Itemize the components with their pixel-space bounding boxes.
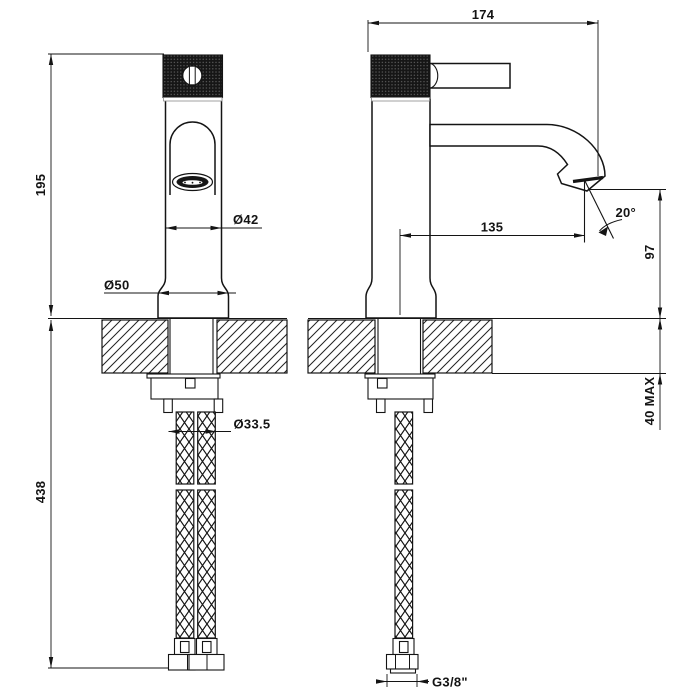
angle-leader-arc — [599, 219, 623, 232]
dim-label-outlet-height: 97 — [642, 244, 657, 259]
arrowhead — [48, 320, 54, 331]
dim-20-deg: 20° — [583, 179, 637, 243]
hose-upper — [394, 411, 414, 485]
mounting-stud — [213, 398, 224, 414]
arrowhead — [205, 429, 217, 434]
front-view — [48, 54, 288, 671]
dim-195: 195 — [33, 53, 164, 316]
hose-ferrule-inner — [201, 640, 212, 654]
side-view — [307, 54, 666, 674]
aerator-dot — [191, 181, 194, 184]
arrowhead — [400, 233, 411, 238]
mounting-washer — [146, 373, 221, 379]
mounting-stud — [375, 398, 386, 414]
arrowhead — [657, 318, 663, 330]
arrowhead — [165, 225, 177, 231]
body-outline — [365, 98, 437, 319]
dim-label-body-diameter: Ø42 — [233, 212, 258, 227]
dim-label-base-diameter: Ø50 — [104, 278, 129, 293]
dim-label-overall-depth: 174 — [472, 7, 495, 22]
dim-label-spout-reach: 135 — [481, 220, 504, 235]
spout-outlet-slot — [572, 175, 604, 184]
mounting-stud — [163, 398, 173, 414]
dimensions: 174 195 438 Ø42 Ø50 — [33, 7, 666, 690]
nut-key-square — [376, 377, 388, 389]
hose-left-upper — [175, 411, 195, 485]
deck-hatch-right — [216, 319, 288, 374]
arrowhead — [598, 226, 608, 236]
deck-hatch-left — [101, 319, 169, 374]
side-undersink-assembly — [364, 373, 436, 674]
arrowhead — [48, 657, 54, 668]
dim-97: 97 — [588, 189, 666, 319]
hose-right-lower — [197, 489, 216, 639]
dim-135: 135 — [399, 220, 585, 315]
front-supply-hoses — [175, 411, 216, 639]
arrowhead — [587, 20, 598, 26]
lever-end-slot — [188, 65, 196, 86]
side-faucet-body — [365, 54, 606, 319]
hose-hex-nut — [385, 653, 419, 670]
dim-33-5: Ø33.5 — [168, 417, 271, 434]
knurled-collar — [370, 54, 431, 99]
nut-key-square — [184, 377, 196, 389]
dim-42: Ø42 — [165, 212, 262, 231]
arrowhead — [217, 290, 229, 296]
hose-ferrule-inner — [179, 640, 190, 654]
hose-ferrule-inner — [398, 640, 409, 654]
dim-50: Ø50 — [104, 278, 236, 296]
dim-174: 174 — [367, 7, 599, 176]
dim-label-hose-thread: G3/8" — [432, 675, 468, 690]
body-outline — [157, 98, 230, 319]
arrowhead — [376, 679, 387, 684]
dim-40-max: 40 MAX — [642, 318, 663, 430]
collar-separator — [163, 97, 223, 102]
aerator-dot — [199, 181, 201, 184]
dim-label-spray-angle: 20° — [616, 205, 637, 220]
arrowhead — [574, 233, 585, 238]
deck-hatch-left — [307, 319, 376, 374]
mounting-nut — [150, 377, 219, 400]
spray-angle-line — [584, 179, 614, 239]
deck-hatch-right — [422, 319, 493, 374]
dim-label-height: 195 — [33, 174, 48, 197]
hose-left-lower — [175, 489, 195, 639]
dim-label-hose-length: 438 — [33, 481, 48, 504]
dim-label-hole-diameter: Ø33.5 — [234, 417, 271, 432]
dim-g38: G3/8" — [376, 674, 468, 690]
front-undersink-assembly — [146, 373, 225, 671]
dim-438: 438 — [33, 320, 169, 669]
front-deck-section — [48, 318, 288, 374]
arrowhead — [657, 373, 663, 385]
arrowhead — [48, 54, 54, 65]
front-faucet-body — [157, 54, 230, 319]
side-deck-section — [307, 318, 666, 374]
arrowhead — [417, 679, 428, 684]
thread-stub — [389, 668, 417, 674]
aerator-dot — [184, 181, 186, 184]
mounting-washer — [364, 373, 436, 379]
lever-neck-curve — [430, 62, 439, 89]
dim-label-deck-max: 40 MAX — [642, 377, 657, 426]
spout-outline — [429, 123, 606, 192]
arrowhead — [368, 20, 379, 26]
arrowhead — [168, 429, 180, 434]
mounting-stud — [423, 398, 434, 414]
arrowhead — [657, 189, 663, 201]
arrowhead — [158, 290, 169, 296]
hose-right-upper — [197, 411, 216, 485]
collar-separator — [371, 97, 430, 102]
arrowhead — [210, 225, 222, 231]
arrowhead — [657, 307, 663, 319]
spout-recess-arch — [169, 121, 216, 195]
hose-lower — [394, 489, 414, 639]
arrowhead — [48, 305, 54, 316]
